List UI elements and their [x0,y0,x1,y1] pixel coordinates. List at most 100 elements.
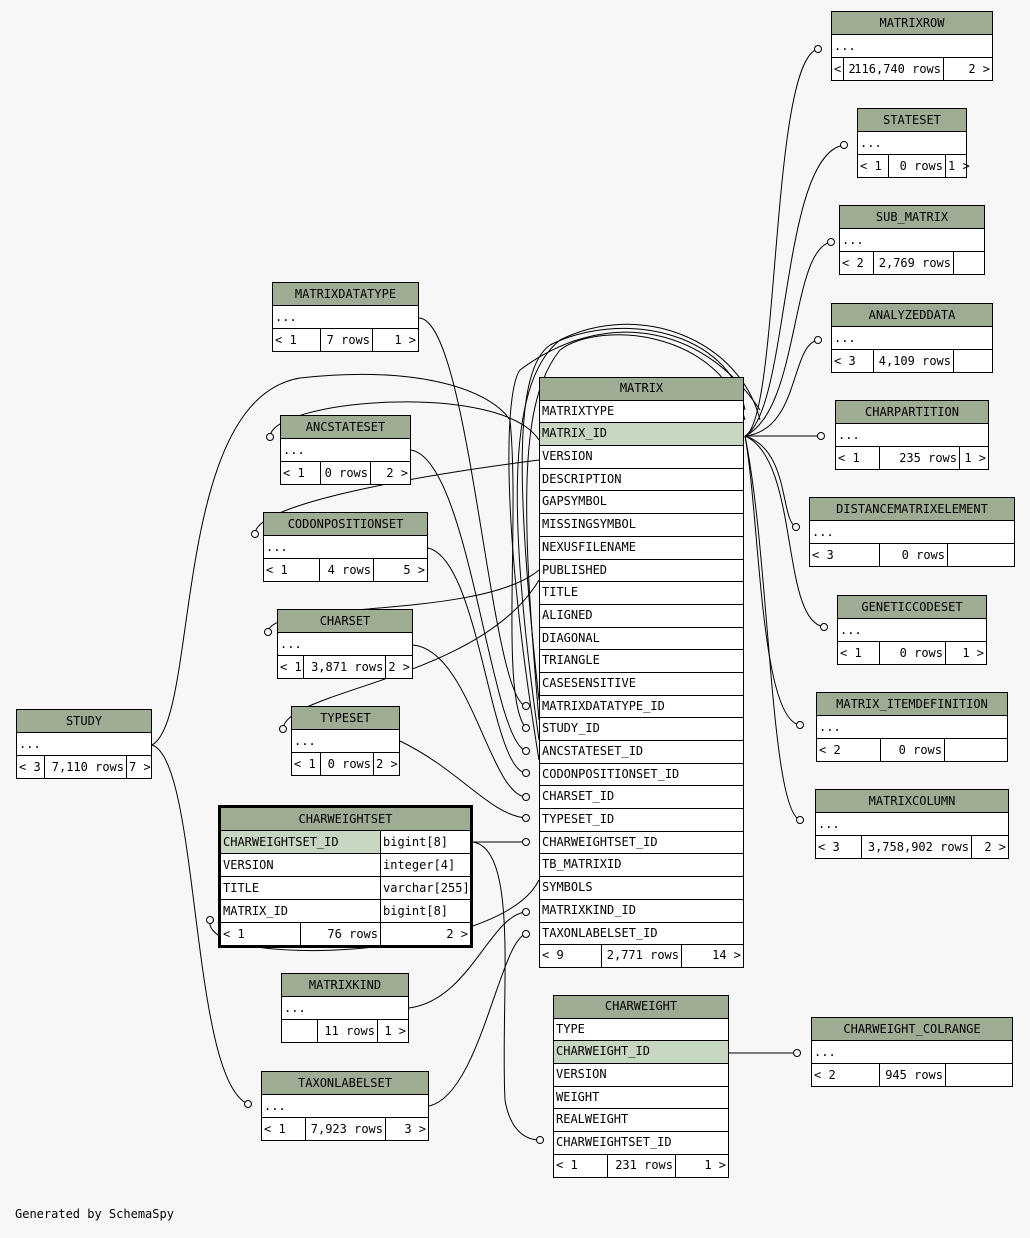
parents-count[interactable]: < 1 [264,559,320,581]
column-row[interactable]: TB_MATRIXID [540,854,743,878]
table-header[interactable]: MATRIX [540,378,743,401]
parents-count[interactable]: < 1 [221,923,301,945]
children-count[interactable]: 1 > [394,333,416,347]
parents-count[interactable]: < 2 [840,252,874,274]
table-header[interactable]: SUB_MATRIX [840,206,984,229]
children-count[interactable] [954,350,992,372]
table-header[interactable]: ANALYZEDDATA [832,304,992,327]
column-row[interactable]: NEXUSFILENAME [540,537,743,560]
table-header[interactable]: MATRIX_ITEMDEFINITION [817,693,1007,716]
parents-count[interactable]: < 1 [273,329,321,351]
column-row[interactable]: ANCSTATESET_ID [540,741,743,764]
column-row[interactable]: REALWEIGHT [554,1109,728,1133]
column-row[interactable]: MISSINGSYMBOL [540,514,743,537]
parents-count[interactable]: < 1 [278,656,304,678]
parents-count[interactable]: < 1 [281,462,321,484]
collapsed-columns[interactable]: ... [264,536,427,559]
parents-count[interactable]: < 1 [838,642,880,664]
collapsed-columns[interactable]: ... [273,306,418,329]
column-row[interactable]: CASESENSITIVE [540,673,743,696]
table-header[interactable]: ANCSTATESET [281,416,410,439]
parents-count[interactable]: < 1 [262,1118,306,1140]
parents-count[interactable]: < 2 [817,739,881,761]
column-row[interactable]: MATRIX_ID [540,423,743,447]
table-header[interactable]: CHARWEIGHT_COLRANGE [812,1018,1012,1041]
parents-count[interactable]: < 1 [836,447,880,469]
children-count[interactable] [946,1064,1012,1086]
table-header[interactable]: STATESET [858,109,966,132]
collapsed-columns[interactable]: ... [817,716,1007,739]
column-row[interactable]: MATRIXKIND_ID [540,900,743,923]
children-count[interactable]: 1 > [962,646,984,660]
column-row[interactable]: TYPE [554,1019,728,1042]
parents-count[interactable]: < 2 [832,58,856,80]
column-row[interactable]: TYPESET_ID [540,809,743,832]
table-header[interactable]: CHARPARTITION [836,401,988,424]
column-row[interactable]: TRIANGLE [540,650,743,673]
collapsed-columns[interactable]: ... [278,633,412,656]
children-count[interactable]: 1 > [948,159,970,173]
table-header[interactable]: CODONPOSITIONSET [264,513,427,536]
children-count[interactable]: 2 > [386,466,408,480]
collapsed-columns[interactable]: ... [832,327,992,350]
children-count[interactable]: 1 > [704,1157,726,1172]
parents-count[interactable]: < 3 [810,544,880,566]
collapsed-columns[interactable]: ... [836,424,988,447]
parents-count[interactable]: < 1 [858,155,890,177]
collapsed-columns[interactable]: ... [281,439,410,462]
children-count[interactable]: 2 > [376,757,398,771]
collapsed-columns[interactable]: ... [810,521,1014,544]
table-header[interactable]: GENETICCODESET [838,596,986,619]
parents-count[interactable] [282,1020,318,1042]
column-row[interactable]: ALIGNED [540,605,743,628]
column-row[interactable]: DESCRIPTION [540,469,743,492]
column-row[interactable]: TAXONLABELSET_ID [540,923,743,946]
children-count[interactable]: 2 > [388,660,410,674]
children-count[interactable]: 1 > [964,451,986,465]
collapsed-columns[interactable]: ... [292,730,399,753]
column-row[interactable]: CODONPOSITIONSET_ID [540,764,743,787]
parents-count[interactable]: < 9 [540,945,602,967]
collapsed-columns[interactable]: ... [262,1095,428,1118]
collapsed-columns[interactable]: ... [282,997,408,1020]
column-row[interactable]: VERSION [540,446,743,469]
children-count[interactable]: 2 > [984,840,1006,854]
table-header[interactable]: MATRIXDATATYPE [273,283,418,306]
table-header[interactable]: TYPESET [292,707,399,730]
table-header[interactable]: CHARWEIGHT [554,996,728,1019]
collapsed-columns[interactable]: ... [812,1041,1012,1064]
column-row[interactable]: TITLE [540,582,743,605]
children-count[interactable]: 7 > [129,760,151,774]
parents-count[interactable]: < 3 [816,836,862,858]
table-header[interactable]: MATRIXROW [832,12,992,35]
table-header[interactable]: STUDY [17,710,151,733]
collapsed-columns[interactable]: ... [858,132,966,155]
column-row[interactable]: CHARSET_ID [540,786,743,810]
table-header[interactable]: CHARWEIGHTSET [221,808,470,831]
column-row[interactable]: DIAGONAL [540,628,743,651]
parents-count[interactable]: < 2 [812,1064,880,1086]
parents-count[interactable]: < 1 [292,753,322,775]
column-row[interactable]: VERSION [554,1064,728,1087]
column-row[interactable]: MATRIXDATATYPE_ID [540,696,743,719]
